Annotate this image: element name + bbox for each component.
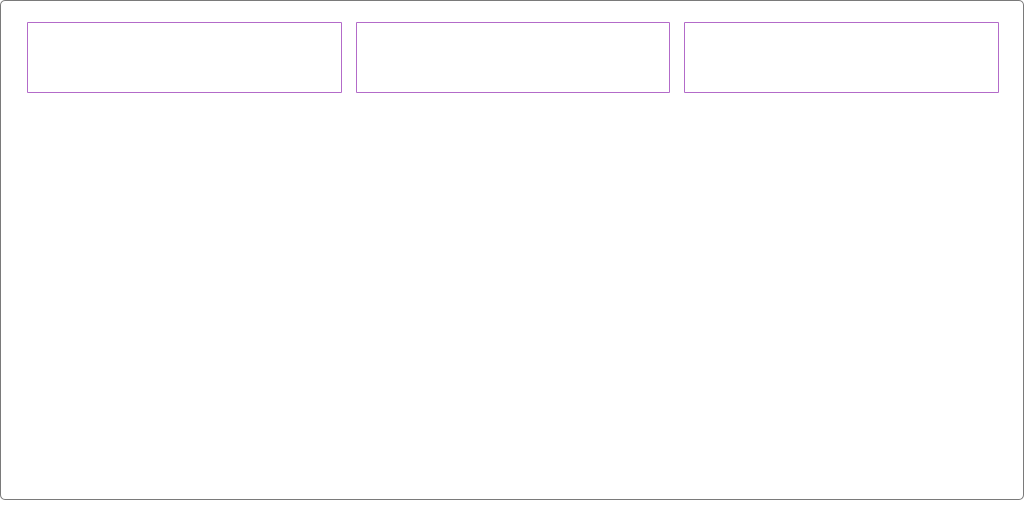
panel-row xyxy=(27,22,999,93)
panel-3[interactable] xyxy=(684,22,999,93)
panel-1[interactable] xyxy=(27,22,342,93)
panel-2[interactable] xyxy=(356,22,670,93)
